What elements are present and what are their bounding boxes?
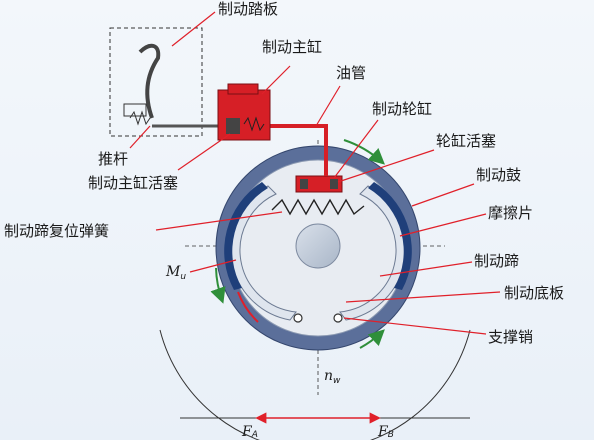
wheel-piston-left [300,179,308,189]
pointer-wheel-piston [337,149,435,183]
label-base-plate: 制动底板 [504,284,564,302]
master-cylinder-piston [226,118,240,134]
pointer-lining [399,213,487,237]
left-anchor-pin [293,313,303,323]
rotation-arrow-bottom [359,329,385,349]
label-push-rod: 推杆 [98,150,128,168]
label-shoe: 制动蹄 [474,252,519,270]
wheel-piston-right [330,179,338,189]
pointer-pedal [171,11,216,47]
pointer-anchor-pin [343,317,487,335]
pointer-shoe [379,261,473,277]
pointer-master-piston [177,133,231,171]
label-wheel-piston: 轮缸活塞 [436,132,496,150]
pedal-frame [109,27,203,137]
label-master-cylinder: 制动主缸 [262,38,322,56]
pointer-base-plate [345,291,501,303]
brake-pedal [138,43,161,119]
pedal-spring [129,110,151,126]
symbol-mu: Mu [165,264,186,282]
pointer-oil-pipe [315,85,341,127]
left-shoe-contact-edge [237,291,259,323]
symbol-fa: FA [241,424,258,440]
master-cylinder [217,89,271,141]
symbol-nw: nw [324,368,341,386]
pointer-mu [189,259,237,273]
label-pedal: 制动踏板 [218,0,278,18]
pointer-wheel-cylinder [333,119,379,179]
label-return-spring: 制动蹄复位弹簧 [4,222,109,240]
return-spring [271,198,365,216]
symbol-fb: FB [377,424,394,440]
label-oil-pipe: 油管 [336,64,366,82]
pointer-master-cylinder [261,65,291,95]
label-master-piston: 制动主缸活塞 [88,174,178,192]
oil-pipe [270,124,328,176]
hub [295,223,341,269]
label-wheel-cylinder: 制动轮缸 [372,100,432,118]
master-cylinder-spring [243,116,265,132]
pointer-push-rod [129,125,151,149]
right-anchor-pin [333,313,343,323]
rotation-arrow-top [343,139,385,165]
label-anchor-pin: 支撑销 [488,328,533,346]
right-friction-lining [368,182,412,290]
rotation-arrow-left [210,267,226,304]
master-cylinder-reservoir [227,83,259,95]
left-friction-lining [224,182,268,290]
pointer-return-spring [155,211,283,231]
pointer-drum [411,183,475,207]
label-lining: 摩擦片 [488,204,533,222]
label-drum: 制动鼓 [476,166,521,184]
ground-arc [159,329,471,440]
